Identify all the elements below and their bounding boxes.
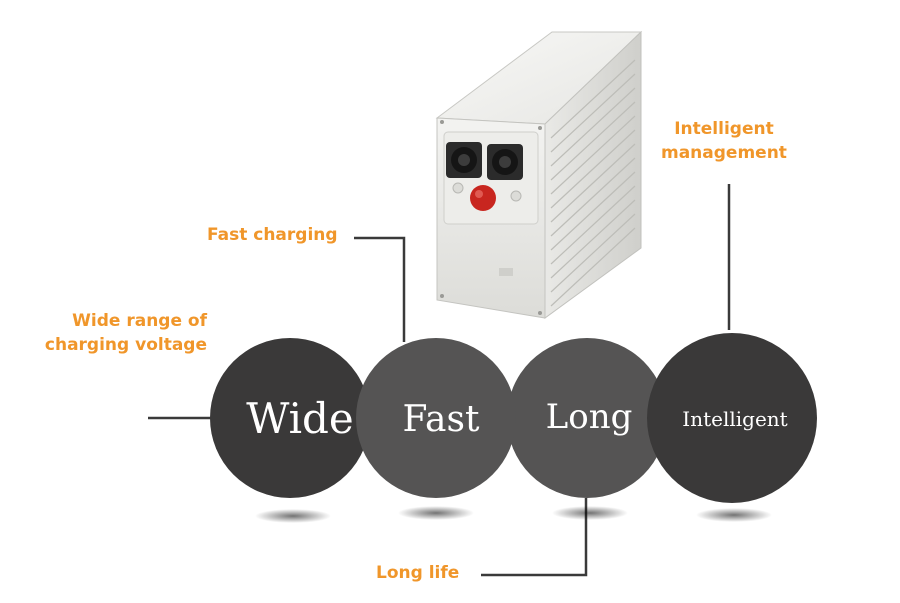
cooling-fins — [550, 59, 636, 307]
connector-lines — [148, 184, 731, 577]
caption-intelligent: Intelligent management — [661, 117, 787, 165]
connector-icon — [446, 142, 482, 178]
bubble-fast — [356, 338, 516, 498]
bubble-long — [507, 338, 667, 498]
bubble-wide-text: Wide — [246, 394, 354, 443]
red-terminal-cap-icon — [470, 185, 496, 211]
connector-icon — [487, 144, 523, 180]
long-connector-line — [481, 498, 588, 577]
caption-long-line-1: Long life — [376, 563, 460, 583]
caption-intelligent-line-2: management — [661, 143, 787, 163]
caption-wide-line-2: charging voltage — [44, 335, 207, 355]
bubble-shadows — [255, 506, 772, 523]
bubble-intelligent-text: Intelligent — [682, 407, 787, 431]
feature-bubbles: Wide Fast Long Intelligent — [210, 333, 817, 503]
indicator-icon — [510, 190, 522, 202]
caption-fast-line-1: Fast charging — [207, 225, 338, 245]
fast-connector-line — [354, 236, 406, 342]
caption-wide: Wide range of charging voltage — [45, 309, 207, 357]
bubble-fast-text: Fast — [403, 399, 480, 440]
caption-long: Long life — [376, 561, 459, 585]
bubble-long-text: Long — [546, 397, 633, 437]
product-label — [499, 268, 513, 276]
indicator-icon — [452, 182, 464, 194]
caption-intelligent-line-1: Intelligent — [674, 119, 774, 139]
battery-pack-image — [435, 30, 643, 319]
caption-fast: Fast charging — [207, 223, 338, 247]
bubble-wide — [210, 338, 370, 498]
caption-wide-line-1: Wide range of — [72, 311, 207, 331]
bubble-intelligent — [647, 333, 817, 503]
